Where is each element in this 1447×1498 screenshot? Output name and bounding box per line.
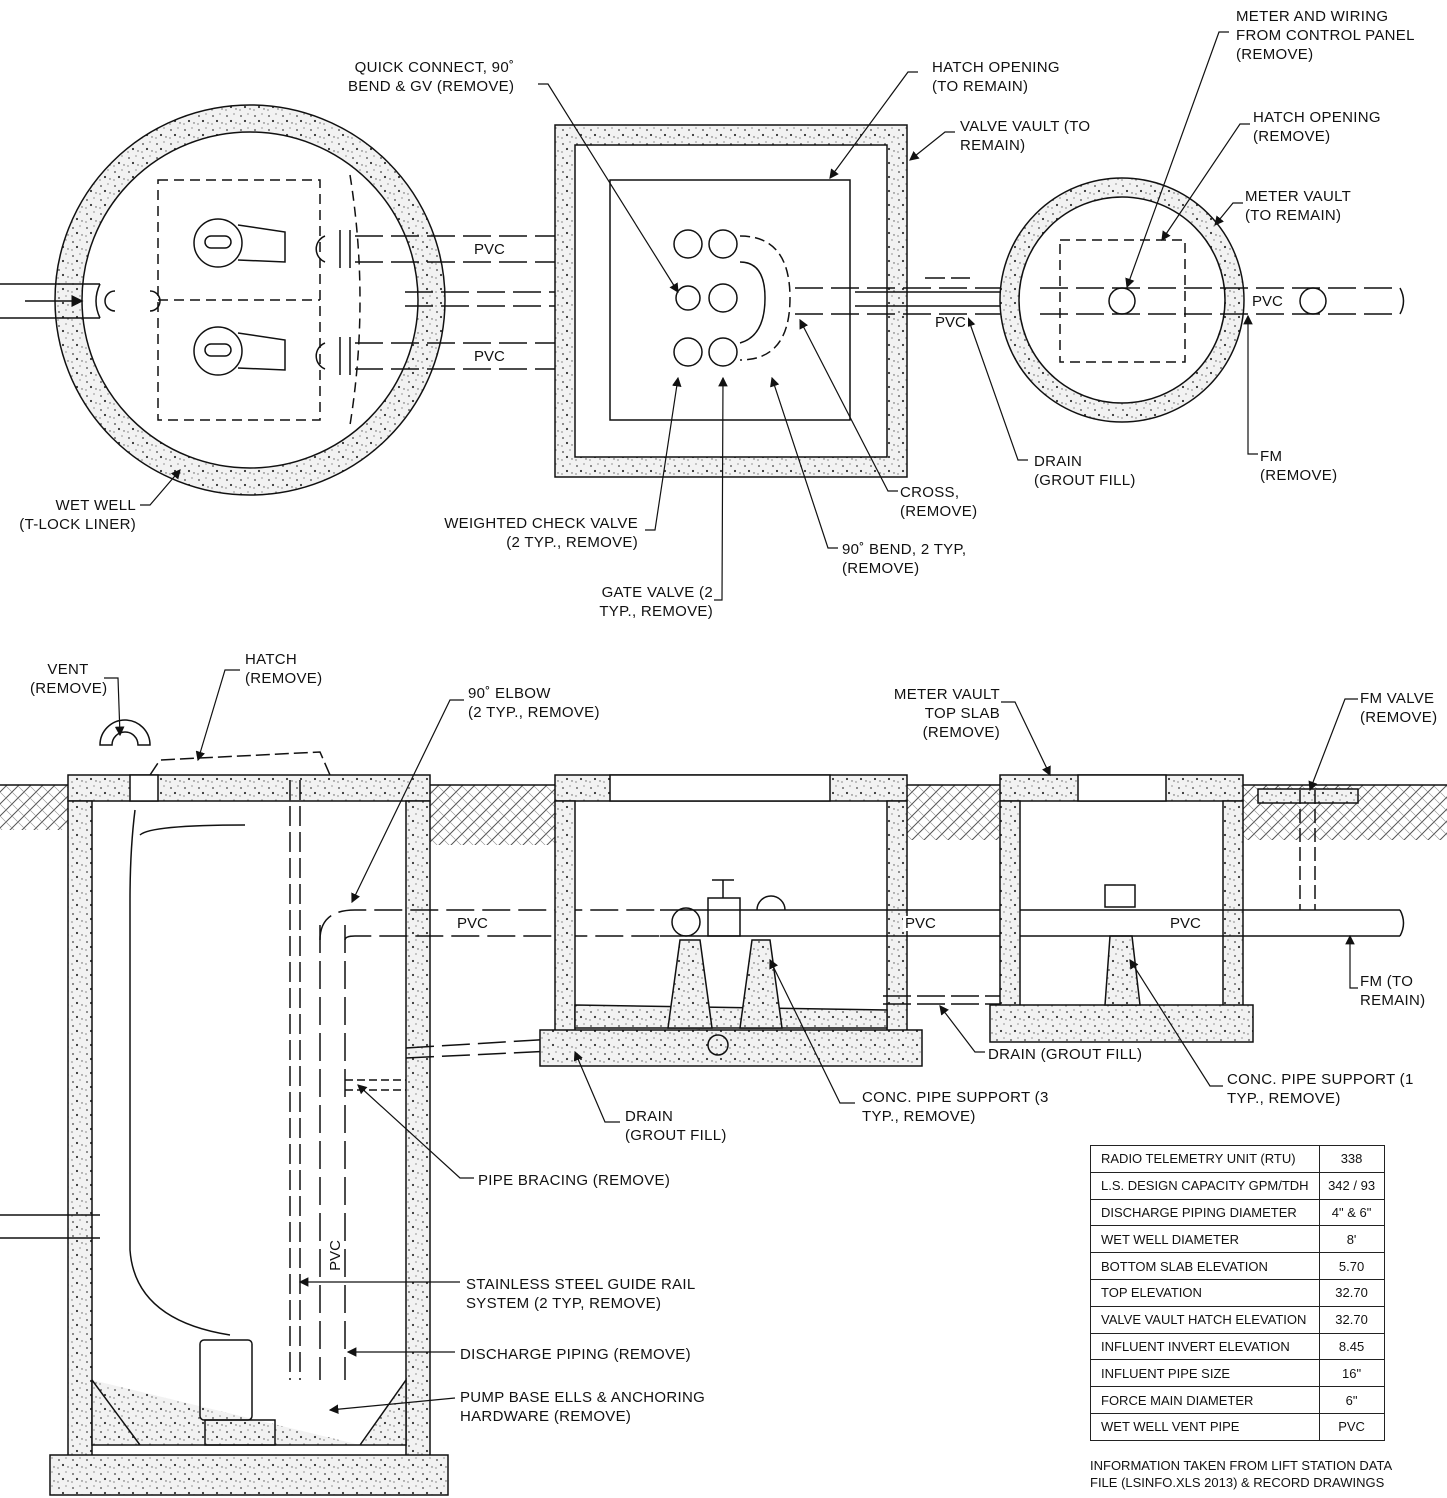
label-cross: CROSS,(REMOVE)	[900, 484, 978, 520]
label-drain-section: DRAIN(GROUT FILL)	[625, 1108, 727, 1144]
label-90-bend: 90˚ BEND, 2 TYP,(REMOVE)	[842, 541, 967, 577]
label-weighted-check-valve: WEIGHTED CHECK VALVE(2 TYP., REMOVE)	[444, 515, 638, 551]
table-row-value: 338	[1318, 1145, 1385, 1173]
label-quick-connect: QUICK CONNECT, 90˚BEND & GV (REMOVE)	[348, 59, 515, 95]
pvc-label-plan-1: PVC	[472, 241, 507, 258]
valve-vault-section	[539, 774, 1040, 1067]
table-row-label: L.S. DESIGN CAPACITY GPM/TDH	[1090, 1171, 1320, 1200]
pvc-label-section-vertical: PVC	[326, 1238, 344, 1273]
section-view	[0, 669, 1447, 1496]
source-note: INFORMATION TAKEN FROM LIFT STATION DATA…	[1090, 1458, 1393, 1490]
table-row-label: VALVE VAULT HATCH ELEVATION	[1090, 1305, 1320, 1334]
table-row-value: 4" & 6"	[1318, 1198, 1385, 1227]
table-row-label: INFLUENT PIPE SIZE	[1090, 1359, 1320, 1388]
meter-vault-section	[989, 774, 1405, 1043]
meter-vault-plan	[999, 177, 1405, 423]
table-row-label: FORCE MAIN DIAMETER	[1090, 1386, 1320, 1414]
label-90-elbow: 90˚ ELBOW(2 TYP., REMOVE)	[468, 685, 600, 721]
table-row-label: INFLUENT INVERT ELEVATION	[1090, 1332, 1320, 1361]
table-row-value: 6"	[1318, 1386, 1385, 1414]
table-row-value: 342 / 93	[1318, 1171, 1385, 1200]
table-row-value: 16"	[1318, 1359, 1385, 1388]
plan-view	[0, 31, 1405, 601]
pvc-label-section-3: PVC	[1168, 915, 1203, 932]
table-row-value: 8.45	[1318, 1332, 1385, 1361]
table-row-label: RADIO TELEMETRY UNIT (RTU)	[1090, 1145, 1320, 1173]
valve-vault-plan	[554, 124, 1040, 478]
table-row-value: 32.70	[1318, 1278, 1385, 1307]
label-fm-valve: FM VALVE(REMOVE)	[1360, 690, 1438, 726]
label-drain-plan: DRAIN(GROUT FILL)	[1034, 453, 1136, 489]
label-drain-grout: DRAIN (GROUT FILL)	[988, 1046, 1143, 1063]
table-row-value: 8'	[1318, 1225, 1385, 1254]
label-pipe-bracing: PIPE BRACING (REMOVE)	[478, 1172, 671, 1189]
pvc-label-plan-3: PVC	[933, 314, 968, 331]
label-hatch: HATCH(REMOVE)	[245, 651, 323, 687]
section-leaders	[104, 669, 1358, 1414]
plan-leaders	[140, 31, 1258, 601]
label-hatch-opening-remove: HATCH OPENING(REMOVE)	[1253, 109, 1381, 145]
pvc-label-plan-2: PVC	[472, 348, 507, 365]
pvc-label-section-2: PVC	[903, 915, 938, 932]
label-vent: VENT(REMOVE)	[30, 661, 108, 697]
table-row-value: 5.70	[1318, 1252, 1385, 1280]
table-row: RADIO TELEMETRY UNIT (RTU)338	[1090, 1145, 1385, 1173]
table-row-label: WET WELL DIAMETER	[1090, 1225, 1320, 1254]
table-row-label: BOTTOM SLAB ELEVATION	[1090, 1252, 1320, 1280]
label-discharge-piping: DISCHARGE PIPING (REMOVE)	[460, 1346, 691, 1363]
table-row-value: 32.70	[1318, 1305, 1385, 1334]
wet-well-section	[0, 719, 701, 1496]
pvc-label-plan-4: PVC	[1250, 293, 1285, 310]
table-row-label: DISCHARGE PIPING DIAMETER	[1090, 1198, 1320, 1227]
pvc-label-section-1: PVC	[455, 915, 490, 932]
label-fm-plan: FM(REMOVE)	[1260, 448, 1338, 484]
label-hatch-opening-remain: HATCH OPENING(TO REMAIN)	[932, 59, 1060, 95]
table-row-label: TOP ELEVATION	[1090, 1278, 1320, 1307]
table-row-label: WET WELL VENT PIPE	[1090, 1412, 1320, 1441]
label-meter-vault: METER VAULT(TO REMAIN)	[1245, 188, 1352, 224]
wet-well-plan	[0, 104, 446, 496]
table-row-value: PVC	[1318, 1412, 1385, 1441]
label-wet-well: WET WELL(T-LOCK LINER)	[19, 497, 136, 533]
